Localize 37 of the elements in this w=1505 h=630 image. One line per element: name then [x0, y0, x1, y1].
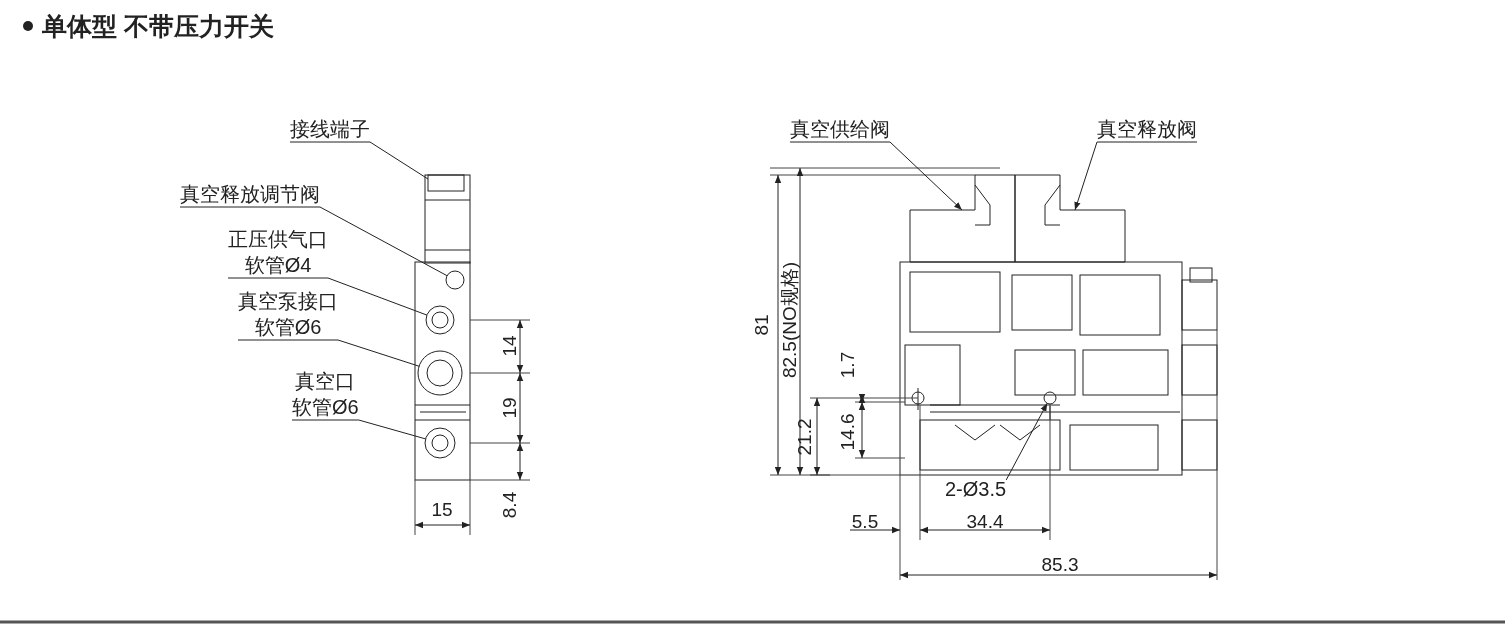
- mounting-hole: [1043, 391, 1057, 405]
- dimension-value: 34.4: [966, 511, 1004, 533]
- valve-block: [1014, 174, 1126, 263]
- dimension-value: 19: [499, 397, 521, 419]
- port-fitting: [424, 427, 456, 459]
- dimension-value: 81: [751, 314, 773, 336]
- valve-block: [909, 174, 1016, 263]
- leader-line: [789, 141, 963, 211]
- title: 单体型 不带压力开关: [42, 11, 274, 42]
- port-fitting: [425, 305, 455, 335]
- part-label: 真空泵接口 软管Ø6: [238, 288, 338, 340]
- dimension-value: 15: [431, 499, 453, 521]
- leader-line: [289, 141, 429, 180]
- dimension-value: 14.6: [837, 413, 859, 451]
- part-label: 真空释放阀: [1097, 116, 1197, 142]
- leader-line: [1074, 141, 1198, 211]
- dimension-value: 14: [499, 335, 521, 357]
- leader-line: [179, 206, 448, 277]
- dimension-value: 21.2: [794, 418, 816, 456]
- port-fitting: [417, 350, 463, 396]
- leader-line: [1005, 402, 1048, 481]
- leader-line: [237, 339, 420, 367]
- dimension-value: 8.4: [499, 491, 521, 519]
- leader-line: [291, 419, 427, 440]
- dimension-value: 5.5: [851, 511, 879, 533]
- callout-label: 2-Ø3.5: [945, 476, 1007, 502]
- dimension-value: 85.3: [1041, 554, 1079, 576]
- dimension-value: 1.7: [837, 351, 859, 379]
- dimension-value: 82.5(NO规格): [779, 261, 801, 379]
- part-label: 接线端子: [290, 116, 370, 142]
- leader-line: [227, 277, 428, 316]
- terminal-block: [427, 174, 465, 192]
- part-label: 正压供气口 软管Ø4: [228, 226, 328, 278]
- part-label: 真空释放调节阀: [180, 181, 320, 207]
- adjuster-knob: [445, 270, 465, 290]
- part-label: 真空供给阀: [790, 116, 890, 142]
- part-label: 真空口 软管Ø6: [292, 368, 359, 420]
